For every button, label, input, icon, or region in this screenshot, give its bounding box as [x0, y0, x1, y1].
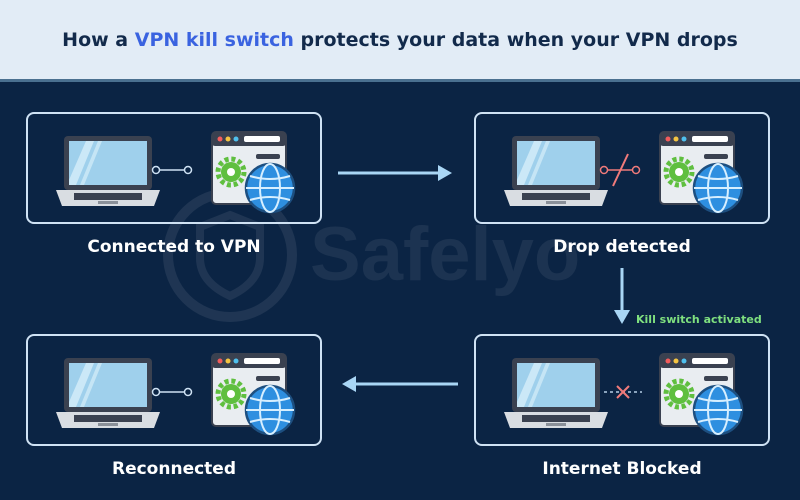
watermark-shield-icon [196, 210, 264, 301]
laptop-icon [504, 358, 608, 428]
step-panel-blocked [474, 334, 770, 446]
step-label-reconnected: Reconnected [111, 459, 236, 479]
step-label-connected: Connected to VPN [87, 237, 261, 257]
gear-icon [663, 156, 695, 188]
step-panel-reconnected [26, 334, 322, 446]
watermark-logo: Safelyo [163, 188, 580, 322]
step-label-blocked: Internet Blocked [542, 459, 702, 479]
title-highlight: VPN kill switch [134, 28, 294, 51]
gear-icon [215, 156, 247, 188]
page-title: How a VPN kill switch protects your data… [62, 29, 738, 51]
title-prefix: How a [62, 28, 135, 51]
laptop-icon [56, 358, 160, 428]
watermark-text: Safelyo [310, 212, 580, 297]
laptop-icon [504, 136, 608, 206]
laptop-icon [56, 136, 160, 206]
link-connected-icon [151, 387, 193, 397]
header-bar: How a VPN kill switch protects your data… [0, 0, 800, 82]
gear-icon [663, 378, 695, 410]
globe-icon [244, 384, 296, 436]
globe-icon [244, 162, 296, 214]
title-suffix: protects your data when your VPN drops [293, 28, 738, 51]
arrow-left-icon [342, 376, 458, 392]
link-broken-icon [599, 153, 641, 187]
globe-icon [692, 162, 744, 214]
gear-icon [215, 378, 247, 410]
step-panel-drop [474, 112, 770, 224]
arrow-right-icon [338, 165, 452, 181]
globe-icon [692, 384, 744, 436]
arrow-down-icon [614, 268, 630, 324]
step-label-drop: Drop detected [553, 237, 691, 257]
step-panel-connected [26, 112, 322, 224]
link-blocked-icon [604, 385, 642, 399]
link-connected-icon [151, 165, 193, 175]
transition-note: Kill switch activated [636, 313, 762, 326]
